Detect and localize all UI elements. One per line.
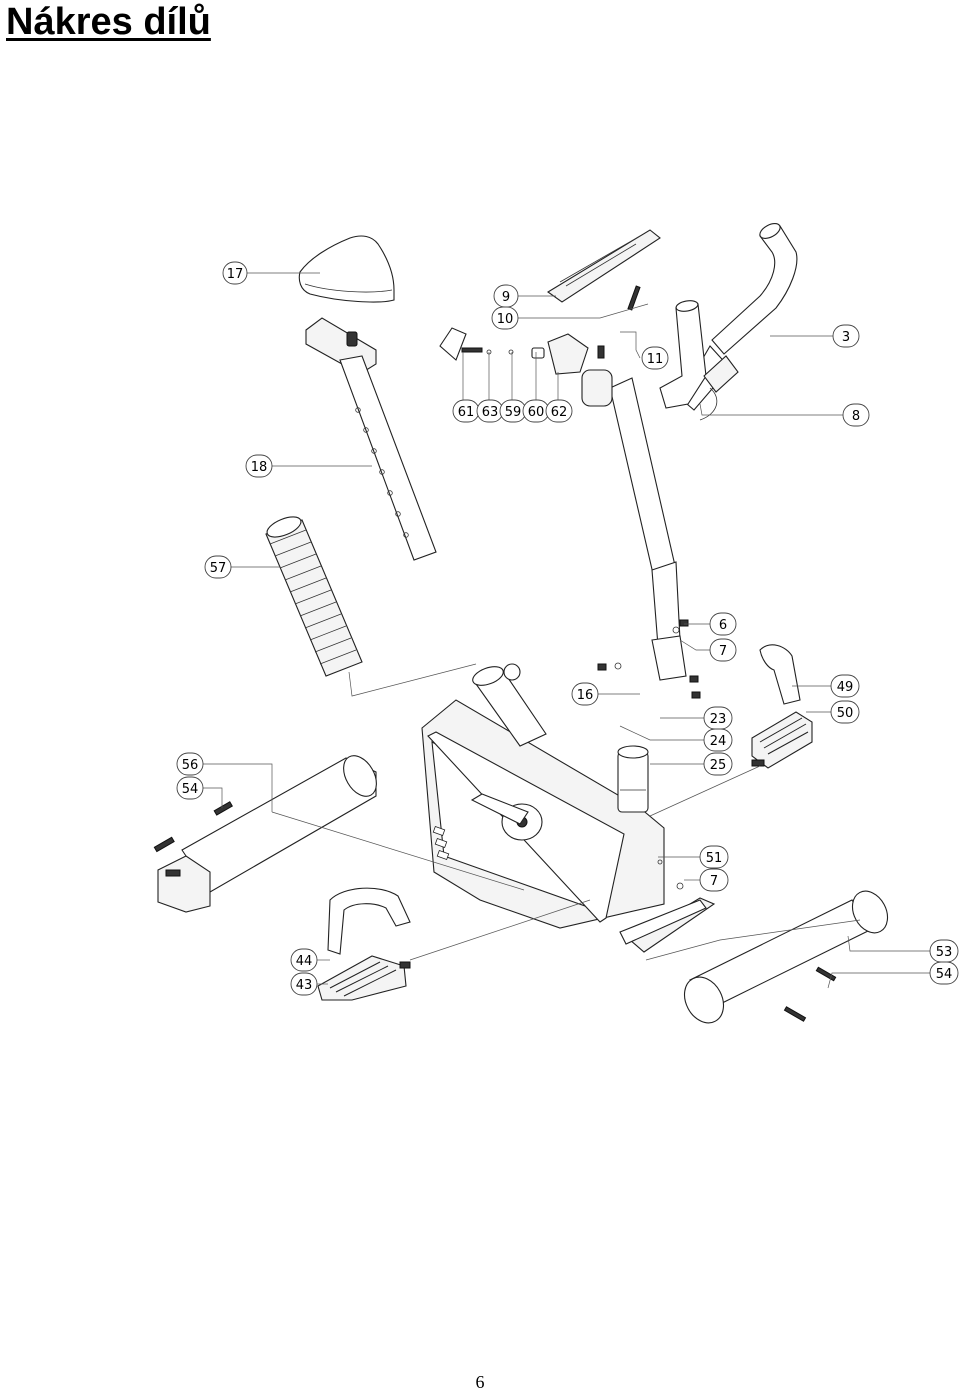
part-label-53: 53 [929, 939, 959, 963]
page-number: 6 [475, 1372, 485, 1392]
part-label-16: 16 [571, 682, 599, 706]
svg-text:7: 7 [710, 874, 718, 889]
part-label-7-upper: 7 [709, 638, 737, 662]
part-label-10: 10 [491, 306, 519, 330]
part-label-bubbles: 17 9 10 11 3 61 63 59 60 62 8 18 57 6 7 … [176, 261, 959, 996]
svg-text:54: 54 [936, 967, 953, 982]
part-label-59: 59 [499, 399, 527, 423]
stem-bolts [597, 619, 701, 699]
upright-stem-part [581, 369, 687, 681]
svg-text:60: 60 [528, 405, 545, 420]
svg-text:25: 25 [710, 758, 727, 773]
part-label-54-right: 54 [929, 961, 959, 985]
part-label-3: 3 [832, 324, 860, 348]
part-label-43: 43 [290, 972, 318, 996]
rear-stabilizer [629, 890, 889, 1024]
small-hardware-row [439, 327, 605, 375]
rear-bracket-part [619, 859, 707, 945]
part-label-50: 50 [830, 700, 860, 724]
main-frame-housing [421, 663, 665, 929]
console-part [547, 229, 661, 311]
svg-text:23: 23 [710, 712, 727, 727]
part-label-57: 57 [204, 555, 232, 579]
part-label-6: 6 [709, 612, 737, 636]
svg-text:17: 17 [227, 267, 244, 282]
svg-text:24: 24 [710, 734, 727, 749]
part-label-61: 61 [452, 399, 480, 423]
part-label-44: 44 [290, 948, 318, 972]
part-label-7-lower: 7 [699, 868, 729, 892]
part-label-9: 9 [493, 284, 519, 308]
svg-text:18: 18 [251, 460, 268, 475]
svg-text:59: 59 [505, 405, 522, 420]
part-label-60: 60 [522, 399, 550, 423]
part-label-8: 8 [842, 403, 870, 427]
handlebar-part [659, 223, 798, 421]
svg-text:9: 9 [502, 290, 510, 305]
svg-text:3: 3 [842, 330, 850, 345]
part-label-24: 24 [703, 728, 733, 752]
bellows-cover-part [265, 516, 363, 677]
part-label-56: 56 [176, 752, 204, 776]
svg-text:63: 63 [482, 405, 499, 420]
front-stabilizer [153, 755, 377, 913]
page-title: Nákres dílů [6, 1, 211, 43]
part-label-23: 23 [703, 706, 733, 730]
part-label-18: 18 [245, 454, 273, 478]
svg-text:16: 16 [577, 688, 594, 703]
svg-text:57: 57 [210, 561, 227, 576]
left-pedal-part [317, 887, 411, 1001]
svg-text:61: 61 [458, 405, 475, 420]
svg-text:11: 11 [647, 352, 664, 367]
saddle-part [298, 235, 395, 303]
svg-text:7: 7 [719, 644, 727, 659]
svg-text:50: 50 [837, 706, 854, 721]
leader-lines [201, 272, 930, 989]
part-label-51: 51 [699, 845, 729, 869]
svg-text:8: 8 [852, 409, 860, 424]
bike-parts-drawing [153, 223, 889, 1024]
svg-text:62: 62 [551, 405, 568, 420]
part-label-17: 17 [222, 261, 248, 285]
right-pedal-part [751, 644, 813, 769]
svg-text:53: 53 [936, 945, 953, 960]
svg-text:6: 6 [719, 618, 727, 633]
svg-text:54: 54 [182, 782, 199, 797]
svg-text:56: 56 [182, 758, 199, 773]
seat-post-part [305, 317, 437, 561]
svg-text:43: 43 [296, 978, 313, 993]
svg-text:44: 44 [296, 954, 313, 969]
part-label-54-left: 54 [176, 776, 204, 800]
part-label-63: 63 [476, 399, 504, 423]
part-label-11: 11 [641, 346, 669, 370]
part-label-25: 25 [703, 752, 733, 776]
part-label-62: 62 [545, 399, 573, 423]
svg-text:10: 10 [497, 312, 514, 327]
svg-text:49: 49 [837, 680, 854, 695]
part-label-49: 49 [830, 674, 860, 698]
svg-text:51: 51 [706, 851, 723, 866]
